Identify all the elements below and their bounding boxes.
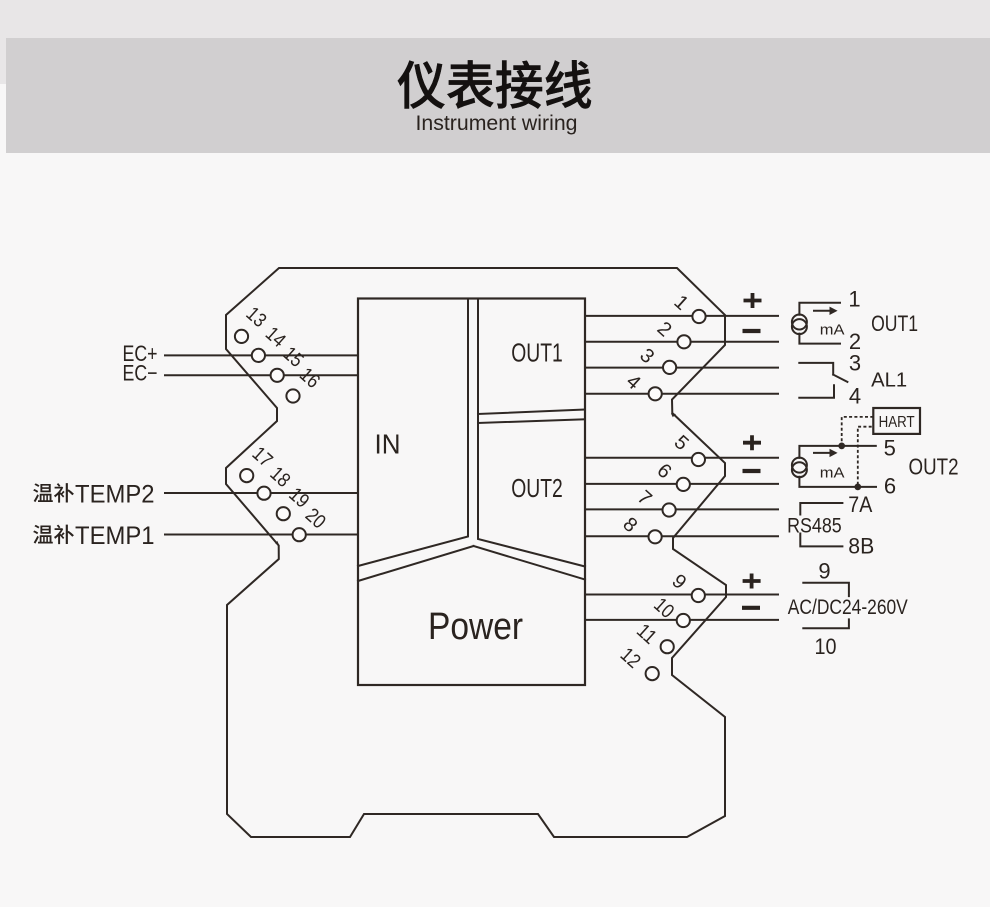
svg-text:mA: mA	[820, 321, 845, 338]
svg-text:4: 4	[849, 383, 861, 408]
svg-text:EC+: EC+	[123, 341, 158, 366]
svg-text:AC/DC24-260V: AC/DC24-260V	[788, 596, 908, 619]
svg-text:Power: Power	[428, 606, 523, 648]
svg-text:TEMP1: TEMP1	[75, 522, 155, 550]
svg-text:AL1: AL1	[871, 370, 907, 392]
svg-text:OUT2: OUT2	[511, 473, 563, 503]
svg-text:OUT2: OUT2	[909, 454, 959, 480]
svg-text:EC−: EC−	[123, 361, 158, 386]
svg-text:6: 6	[884, 473, 896, 498]
svg-text:8B: 8B	[848, 533, 874, 558]
svg-text:IN: IN	[375, 429, 401, 460]
svg-text:OUT1: OUT1	[511, 338, 563, 368]
svg-text:mA: mA	[820, 465, 845, 482]
svg-text:9: 9	[818, 558, 830, 583]
svg-text:3: 3	[849, 351, 861, 376]
svg-text:TEMP2: TEMP2	[75, 480, 155, 508]
svg-text:7A: 7A	[848, 492, 872, 517]
svg-text:5: 5	[884, 436, 896, 461]
svg-text:RS485: RS485	[787, 515, 842, 538]
svg-text:2: 2	[849, 329, 861, 354]
svg-text:1: 1	[848, 287, 860, 312]
svg-text:Instrument wiring: Instrument wiring	[416, 112, 578, 135]
svg-text:HART: HART	[879, 414, 915, 431]
svg-text:10: 10	[815, 634, 837, 659]
svg-text:OUT1: OUT1	[871, 311, 918, 336]
